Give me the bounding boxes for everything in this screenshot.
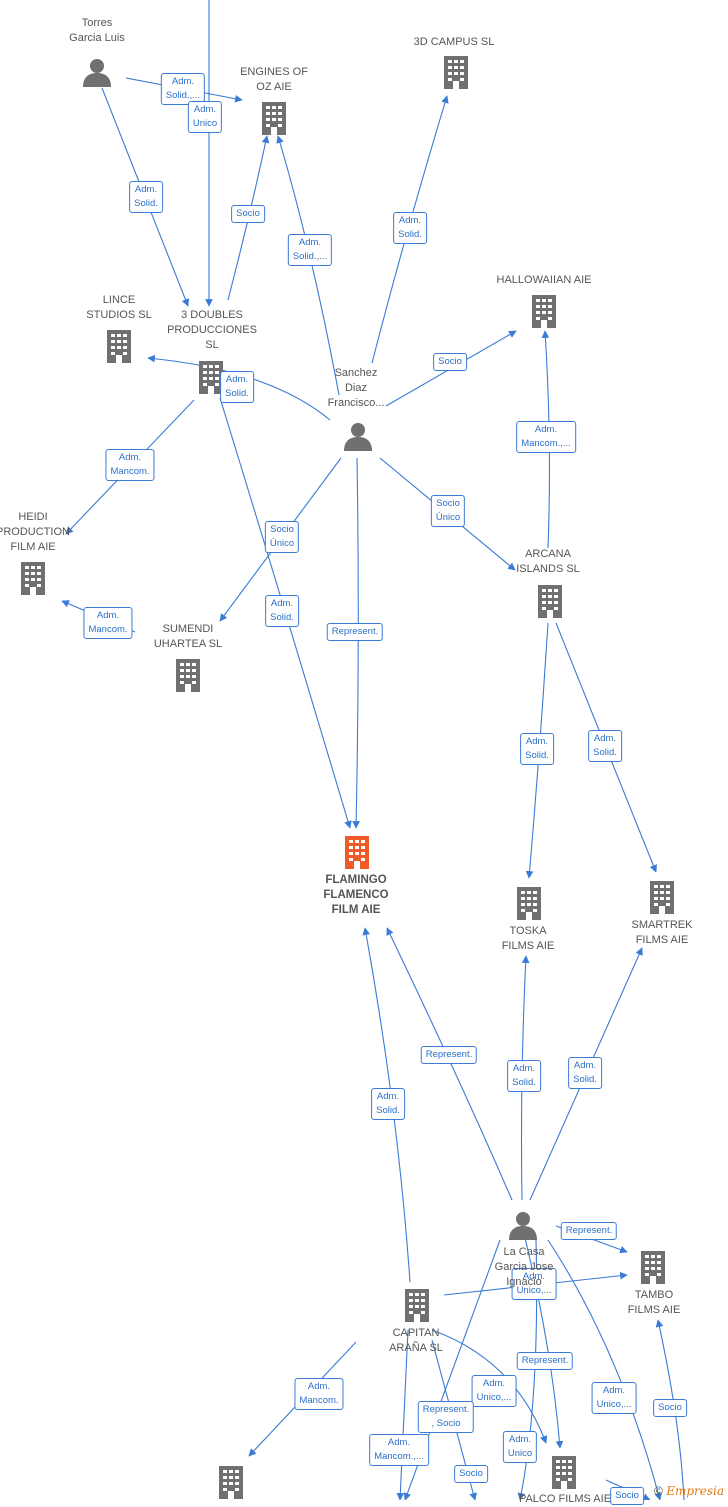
edge-label[interactable]: Adm. Mancom. (294, 1378, 344, 1410)
edge-line (147, 354, 331, 421)
edge-label[interactable]: Socio Único (264, 521, 300, 553)
node-label[interactable]: HALLOWAIIAN AIE (496, 274, 592, 286)
edge-label[interactable]: Adm. Unico,... (511, 1268, 557, 1300)
edge-label[interactable]: Adm. Mancom. (83, 607, 133, 639)
edge-label[interactable]: Adm. Solid. (220, 371, 254, 403)
building-icon[interactable] (21, 562, 45, 595)
edge-label[interactable]: Socio (454, 1465, 488, 1483)
node-label[interactable]: HEIDI PRODUCTION FILM AIE (0, 511, 70, 553)
edge-label[interactable]: Adm. Mancom. (105, 449, 155, 481)
edge-label[interactable]: Socio (653, 1399, 687, 1417)
edge-label[interactable]: Adm. Solid.,... (160, 73, 206, 105)
edge-line (547, 1239, 662, 1500)
edge-label[interactable]: Represent. (420, 1046, 478, 1064)
node-label[interactable]: ENGINES OF OZ AIE (240, 66, 308, 93)
node-label[interactable]: SMARTREK FILMS AIE (631, 919, 693, 946)
node-label[interactable]: ARCANA ISLANDS SL (516, 548, 580, 575)
building-icon[interactable] (405, 1289, 429, 1322)
building-icon[interactable] (517, 887, 541, 920)
node-label[interactable]: TOSKA FILMS AIE (501, 925, 555, 952)
node-label[interactable]: La Casa Garcia Jose Ignacio (494, 1246, 554, 1288)
node-label[interactable]: CAPITAN ARAÑA SL (389, 1327, 443, 1354)
edge-label[interactable]: Socio (433, 353, 467, 371)
edge-label[interactable]: Adm. Solid.,... (287, 234, 333, 266)
edge-label[interactable]: Adm. Solid. (371, 1088, 405, 1120)
building-icon[interactable] (641, 1251, 665, 1284)
building-icon[interactable] (345, 836, 369, 869)
edge-label[interactable]: Represent. (516, 1352, 574, 1370)
node-label[interactable]: Sanchez Diaz Francisco... (327, 367, 385, 409)
edge-line (352, 457, 360, 829)
watermark: © Empresia (654, 1484, 724, 1498)
person-icon[interactable] (509, 1212, 537, 1240)
edge-line (386, 927, 513, 1201)
edge-label[interactable]: Adm. Unico (187, 101, 223, 133)
building-icon[interactable] (262, 102, 286, 135)
brand-logo: Empresia (666, 1484, 724, 1498)
edge-label[interactable]: Adm. Solid. (520, 733, 554, 765)
building-icon[interactable] (538, 585, 562, 618)
node-label[interactable]: 3D CAMPUS SL (413, 36, 495, 48)
node-label[interactable]: Torres Garcia Luis (69, 17, 125, 44)
node-label[interactable]: LINCE STUDIOS SL (86, 294, 152, 321)
person-icon[interactable] (344, 423, 372, 451)
edge-line (431, 1329, 548, 1444)
edge-line (219, 397, 352, 829)
building-icon[interactable] (444, 56, 468, 89)
node-label[interactable]: SUMENDI UHARTEA SL (153, 623, 223, 650)
edge-label[interactable]: Socio (231, 205, 265, 223)
building-icon[interactable] (176, 659, 200, 692)
edge-label[interactable]: Adm. Unico,... (591, 1382, 637, 1414)
edge-label[interactable]: Adm. Solid. (568, 1057, 602, 1089)
edge-label[interactable]: Adm. Solid. (507, 1060, 541, 1092)
building-icon[interactable] (219, 1466, 243, 1499)
building-icon[interactable] (650, 881, 674, 914)
node-label[interactable]: FLAMINGO FLAMENCO FILM AIE (323, 874, 389, 916)
edge-label[interactable]: Adm. Mancom.,... (516, 421, 576, 453)
edge-line (524, 1237, 564, 1449)
edge-label[interactable]: Adm. Mancom.,... (369, 1434, 429, 1466)
building-icon[interactable] (107, 330, 131, 363)
node-label[interactable]: 3 DOUBLES PRODUCCIONES SL (167, 309, 257, 351)
building-icon[interactable] (552, 1456, 576, 1489)
edge-label[interactable]: Represent. , Socio (417, 1401, 475, 1433)
edge-label[interactable]: Represent. (326, 623, 384, 641)
edge-label[interactable]: Adm. Solid. (393, 212, 427, 244)
edge-label[interactable]: Socio Único (430, 495, 466, 527)
edge-label[interactable]: Adm. Unico (502, 1431, 538, 1463)
node-label[interactable]: TAMBO FILMS AIE (627, 1289, 681, 1316)
edge-label[interactable]: Adm. Solid. (588, 730, 622, 762)
edge-label[interactable]: Adm. Solid. (265, 595, 299, 627)
copyright-icon: © (654, 1484, 663, 1498)
edge-label[interactable]: Adm. Unico,... (471, 1375, 517, 1407)
building-icon[interactable] (532, 295, 556, 328)
person-icon[interactable] (83, 59, 111, 87)
edge-line (396, 1329, 409, 1500)
edge-label[interactable]: Adm. Solid. (129, 181, 163, 213)
edge-label[interactable]: Represent. (560, 1222, 618, 1240)
